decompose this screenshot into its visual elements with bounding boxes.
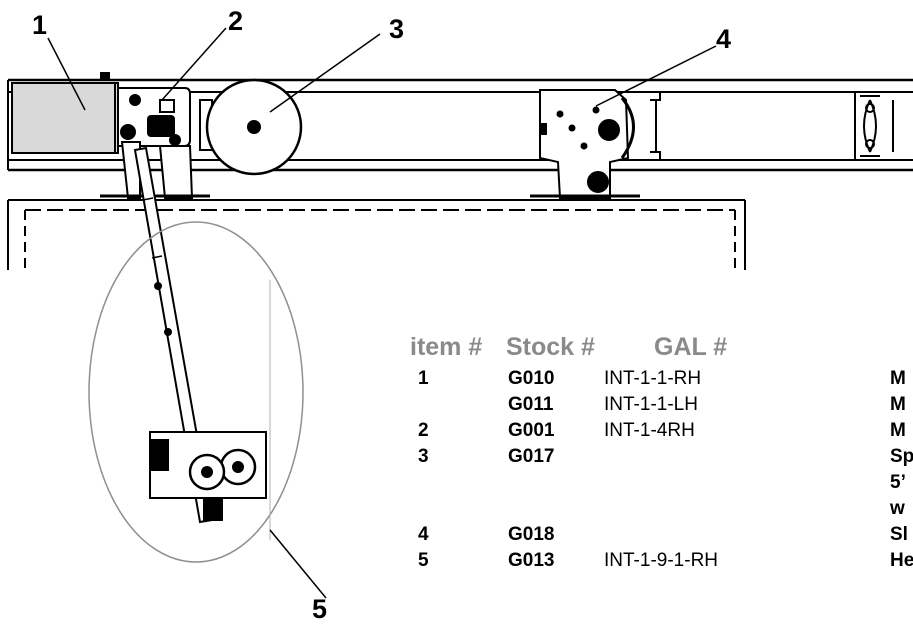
- description: 5’: [890, 472, 906, 493]
- description: M: [890, 394, 906, 415]
- table-row: 3 G017 Sp: [410, 446, 913, 472]
- table-row: 5 G013 INT-1-9-1-RH He: [410, 550, 913, 576]
- header-gal: GAL #: [654, 333, 728, 361]
- table-row: 1 G010 INT-1-1-RH M: [410, 368, 913, 394]
- description: He: [890, 550, 913, 571]
- gal-number: INT-1-1-LH: [604, 394, 698, 415]
- stock-number: G010: [508, 368, 555, 389]
- item-number: 1: [418, 368, 429, 389]
- table-row: w: [410, 498, 913, 524]
- table-row: 4 G018 Sl: [410, 524, 913, 550]
- item-number: 3: [418, 446, 429, 467]
- table-row: G011 INT-1-1-LH M: [410, 394, 913, 420]
- hanger-assembly: [530, 89, 661, 199]
- description: Sp: [890, 446, 913, 467]
- gal-number: INT-1-4RH: [604, 420, 695, 441]
- description: Sl: [890, 524, 908, 545]
- gal-number: INT-1-9-1-RH: [604, 550, 719, 571]
- description: w: [890, 498, 905, 519]
- stock-number: G017: [508, 446, 555, 467]
- callout-2: 2: [228, 6, 244, 36]
- callout-4: 4: [716, 24, 732, 54]
- item-number: 5: [418, 550, 429, 571]
- callout-5: 5: [312, 594, 328, 624]
- description: M: [890, 420, 906, 441]
- header-stock: Stock #: [506, 333, 595, 361]
- table-row: 5’: [410, 472, 913, 498]
- operator-housing: [11, 72, 119, 154]
- gal-number: INT-1-1-RH: [604, 368, 702, 389]
- stock-number: G018: [508, 524, 555, 545]
- header-item: item #: [410, 333, 483, 361]
- stock-number: G013: [508, 550, 555, 571]
- door-panel-outline: [7, 199, 746, 270]
- leader-lines: [47, 27, 717, 599]
- stock-number: G011: [508, 394, 554, 415]
- spool-wheel: [199, 78, 303, 176]
- stock-number: G001: [508, 420, 555, 441]
- item-number: 2: [418, 420, 429, 441]
- description: M: [890, 368, 906, 389]
- detail-ellipse: [88, 221, 304, 563]
- callout-1: 1: [32, 10, 48, 40]
- callout-3: 3: [389, 14, 405, 44]
- table-row: 2 G001 INT-1-4RH M: [410, 420, 913, 446]
- track-roller-symbol: [854, 92, 894, 160]
- item-number: 4: [418, 524, 429, 545]
- arm-and-roller-assembly: [133, 146, 267, 524]
